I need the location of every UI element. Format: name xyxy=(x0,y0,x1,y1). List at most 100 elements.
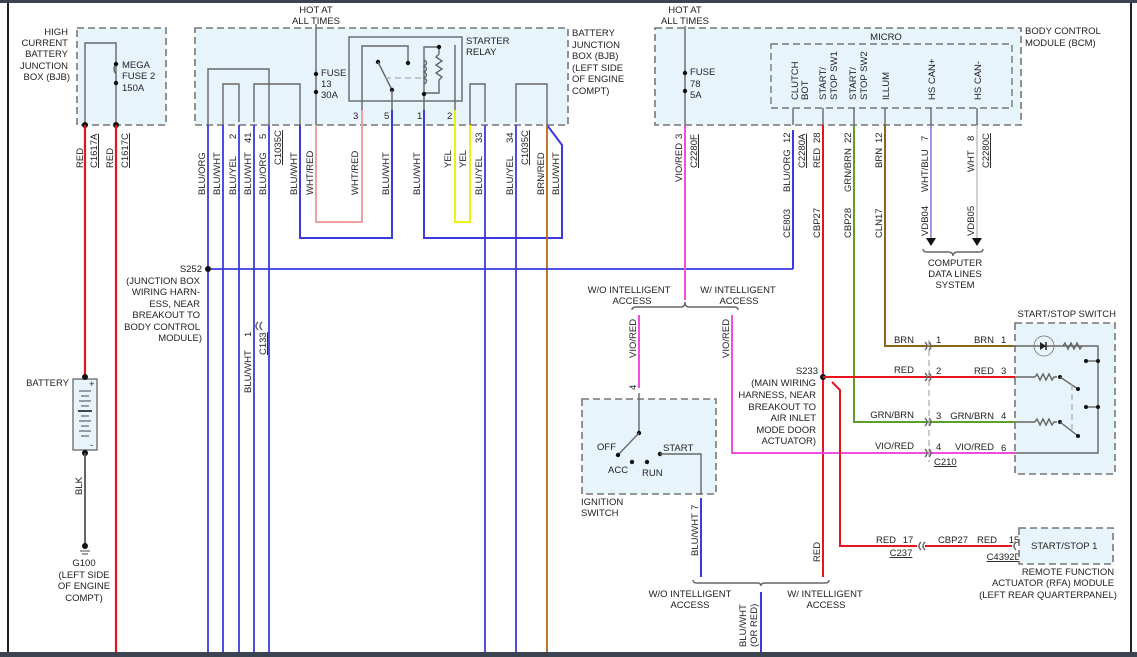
bjb-label: OF ENGINE xyxy=(572,74,624,85)
circuit-label: CBP27 xyxy=(812,208,823,238)
splice-desc: MODULE) xyxy=(158,333,202,344)
rfa-label: REMOTE FUNCTION xyxy=(1022,567,1114,578)
fuse-terminal-icon xyxy=(113,80,119,86)
splice-desc: (MAIN WIRING xyxy=(751,378,816,389)
wire-label: BRN xyxy=(974,335,994,346)
led-icon xyxy=(1033,335,1055,357)
brace-icon xyxy=(631,301,739,311)
fuse13-label: FUSE xyxy=(321,68,346,79)
signal-label: START/ xyxy=(818,67,829,100)
pin-label: 17 xyxy=(903,535,914,546)
brace-icon xyxy=(692,579,830,587)
splice-id: S252 xyxy=(180,264,202,275)
splice-desc: BODY CONTROL xyxy=(124,322,200,333)
wire-label: BLU/YEL xyxy=(474,156,485,195)
circuit-label: VDB04 xyxy=(920,206,931,236)
wire-vio-red-w-access xyxy=(731,315,935,454)
pin-label: 2 xyxy=(936,366,941,377)
connector-label: C1035C xyxy=(520,130,531,165)
switch-position-start: START xyxy=(663,443,693,454)
pin-label: 8 xyxy=(966,136,977,141)
body-control-module: MICRO HOT AT ALL TIMES BODY CONTROL MODU… xyxy=(654,5,1101,126)
signal-label: ILLUM xyxy=(881,72,892,100)
battery-plus: + xyxy=(89,379,95,390)
connector-label: C2280F xyxy=(689,134,700,168)
relay-pin-label: 2 xyxy=(447,111,452,122)
switch-contact-icon xyxy=(617,432,640,456)
rfa-module: START/STOP 1 REMOTE FUNCTION ACTUATOR (R… xyxy=(979,527,1117,601)
pin-label: 33 xyxy=(474,132,485,143)
ground-g100: G100 (LEFT SIDE OF ENGINE COMPT) xyxy=(58,543,110,604)
relay-coil-icon xyxy=(422,59,428,85)
ignition-label: IGNITION xyxy=(581,497,623,508)
relay-label: RELAY xyxy=(466,47,497,58)
ground-icon xyxy=(82,543,88,549)
wire-label: BLK xyxy=(74,476,85,495)
battery-label: BATTERY xyxy=(26,378,70,389)
splice-desc: ESS, NEAR xyxy=(149,299,200,310)
wire-label: VIO/RED xyxy=(674,143,685,182)
wire-label: BRN xyxy=(874,148,885,168)
rfa-pin-label: START/STOP 1 xyxy=(1031,541,1097,552)
branch-label: W/O INTELLIGENT xyxy=(649,589,732,600)
bottom-scrollbar[interactable] xyxy=(0,652,1137,657)
right-border xyxy=(1130,3,1132,657)
relay-resistor-icon xyxy=(424,53,444,94)
signal-label: CLUTCH xyxy=(790,61,801,100)
data-lines-label: DATA LINES xyxy=(928,269,982,280)
connector-c237-icon xyxy=(918,541,926,551)
wire-label: BLU/WHT xyxy=(243,350,254,393)
wire-label: BLU/WHT xyxy=(738,604,749,647)
ground-loc: OF ENGINE xyxy=(58,581,110,592)
splice-s252-icon xyxy=(205,266,211,272)
splice-desc: HARNESS, NEAR xyxy=(738,390,816,401)
wire-label: BRN/RED xyxy=(536,152,547,195)
ignition-switch: 4 OFF ACC RUN START IGNITION SWITCH xyxy=(581,385,717,519)
wire-label: VIO/RED xyxy=(955,442,994,453)
bjb-hc-label-4: JUNCTION xyxy=(20,61,68,72)
pin-label: 12 xyxy=(874,132,885,143)
wire-label: RED xyxy=(876,535,896,546)
switch-contact-icon xyxy=(1059,421,1079,437)
hot-label: ALL TIMES xyxy=(661,16,709,27)
connector-label: C4392D xyxy=(987,552,1022,563)
connector-label: C1617C xyxy=(120,133,131,168)
wire-label: BLU/WHT xyxy=(212,152,223,195)
bjb-label: COMPT) xyxy=(572,86,609,97)
wire-label: WHT xyxy=(966,150,977,172)
wire-brn-cln17 xyxy=(884,125,935,347)
fuse13-number: 13 xyxy=(321,79,332,90)
pin-label: 5 xyxy=(258,134,269,139)
splice-desc: AIR INLET xyxy=(771,413,817,424)
rfa-label: ACTUATOR (RFA) MODULE xyxy=(992,578,1114,589)
switch-position-off: OFF xyxy=(597,442,616,453)
bjb-hc-label-5: BOX (BJB) xyxy=(24,72,70,83)
fuse78-number: 78 xyxy=(690,79,701,90)
wire-label: RED xyxy=(812,148,823,168)
fuse78-label: FUSE xyxy=(690,67,715,78)
connector-label: C1035C xyxy=(273,130,284,165)
signal-label: BOT xyxy=(800,80,811,100)
wire-label: RED xyxy=(105,148,116,168)
wire-grn-brn-cbp28 xyxy=(853,125,935,423)
switch-contact-icon xyxy=(1059,376,1079,390)
bjb-label: (LEFT SIDE xyxy=(572,63,623,74)
switch-position-acc: ACC xyxy=(608,465,628,476)
ignition-label: SWITCH xyxy=(581,508,619,519)
wire-red-s233-c237 xyxy=(831,381,917,547)
wire-label: YEL xyxy=(458,150,469,168)
wire-label: BLU/ORG xyxy=(197,152,208,195)
pin-label: 7 xyxy=(690,505,701,510)
splice-desc: MODE DOOR xyxy=(756,425,816,436)
start-stop-switch-label: START/STOP SWITCH xyxy=(1017,309,1116,320)
wire-label: WHT/BLU xyxy=(920,149,931,192)
relay-pin-label: 5 xyxy=(384,111,389,122)
bjb-label: BOX (BJB) xyxy=(572,51,618,62)
circuit-label: CE803 xyxy=(782,209,793,238)
wire-label: VIO/RED xyxy=(875,441,914,452)
wire-label: BLU/WHT xyxy=(381,152,392,195)
connector-c210: BRN 1 BRN 1 RED 2 RED 3 GRN/BRN 3 GRN/BR… xyxy=(870,335,1015,468)
branch-label: ACCESS xyxy=(719,296,758,307)
